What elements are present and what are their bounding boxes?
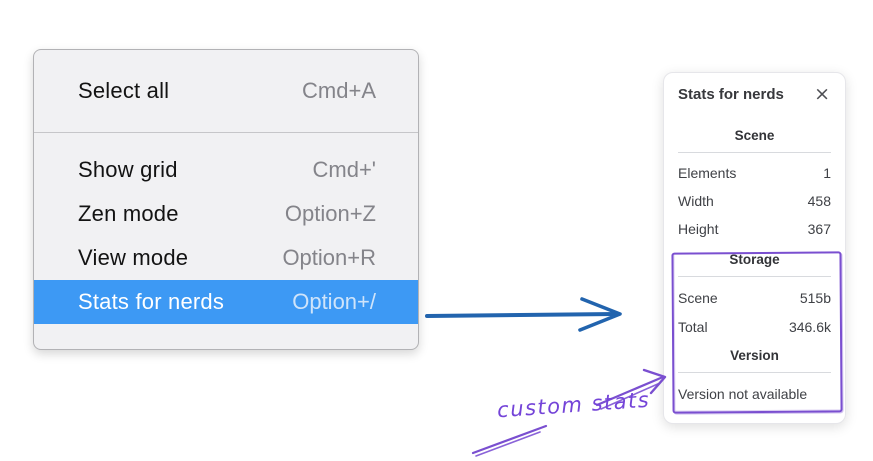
menu-item-shortcut: Cmd+A xyxy=(302,78,376,103)
context-menu: Select all Cmd+A Show grid Cmd+' Zen mod… xyxy=(33,49,419,350)
stat-value: 458 xyxy=(807,193,831,209)
stat-row-scene-storage: Scene 515b xyxy=(678,291,831,306)
stat-value: 515b xyxy=(799,290,831,306)
menu-item-select-all[interactable]: Select all Cmd+A xyxy=(34,69,418,113)
menu-item-label: Show grid xyxy=(78,157,178,182)
stat-label: Total xyxy=(678,319,708,335)
menu-divider xyxy=(34,132,418,133)
stat-label: Elements xyxy=(678,165,737,181)
menu-item-label: View mode xyxy=(78,245,189,270)
menu-item-shortcut: Option+Z xyxy=(284,201,376,226)
stat-value: 1 xyxy=(823,165,831,181)
menu-item-zen-mode[interactable]: Zen mode Option+Z xyxy=(34,192,418,236)
scene-section-heading: Scene xyxy=(734,128,775,143)
section-divider xyxy=(678,152,831,153)
menu-item-shortcut: Cmd+' xyxy=(312,157,377,182)
menu-item-show-grid[interactable]: Show grid Cmd+' xyxy=(34,148,418,192)
stats-panel-title: Stats for nerds xyxy=(678,86,784,103)
stat-label: Width xyxy=(678,193,714,209)
stat-row-height: Height 367 xyxy=(678,222,831,237)
version-note: Version not available xyxy=(678,386,808,402)
storage-section-heading: Storage xyxy=(729,252,780,267)
close-icon[interactable]: × xyxy=(814,83,830,105)
version-section-heading: Version xyxy=(730,348,779,363)
connector-arrow-icon xyxy=(425,297,622,332)
annotation-arrow-icon xyxy=(471,368,667,457)
stat-value: 367 xyxy=(807,221,831,237)
stat-value: 346.6k xyxy=(788,319,831,335)
stat-label: Height xyxy=(678,221,719,237)
stats-panel: Stats for nerds × Scene Elements 1 Width… xyxy=(663,72,846,424)
stat-row-elements: Elements 1 xyxy=(678,166,831,181)
menu-item-label: Stats for nerds xyxy=(78,289,225,314)
stats-panel-header: Stats for nerds × xyxy=(678,85,831,104)
menu-item-label: Zen mode xyxy=(78,201,179,226)
stat-row-total-storage: Total 346.6k xyxy=(678,320,831,335)
stat-label: Scene xyxy=(678,290,718,306)
menu-item-shortcut: Option+/ xyxy=(292,289,376,314)
menu-section-top: Select all Cmd+A xyxy=(34,50,418,132)
storage-section-rows: Scene 515b Total 346.6k xyxy=(678,291,831,335)
menu-item-label: Select all xyxy=(78,78,170,103)
stat-row-width: Width 458 xyxy=(678,194,831,209)
menu-item-view-mode[interactable]: View mode Option+R xyxy=(34,236,418,280)
menu-item-shortcut: Option+R xyxy=(282,245,376,270)
menu-item-stats-for-nerds[interactable]: Stats for nerds Option+/ xyxy=(34,280,418,324)
section-divider xyxy=(678,372,831,373)
annotation-label: custom stats xyxy=(496,387,651,423)
scene-section-rows: Elements 1 Width 458 Height 367 xyxy=(678,166,831,237)
section-divider xyxy=(678,276,831,277)
menu-section-bottom: Show grid Cmd+' Zen mode Option+Z View m… xyxy=(34,133,418,348)
